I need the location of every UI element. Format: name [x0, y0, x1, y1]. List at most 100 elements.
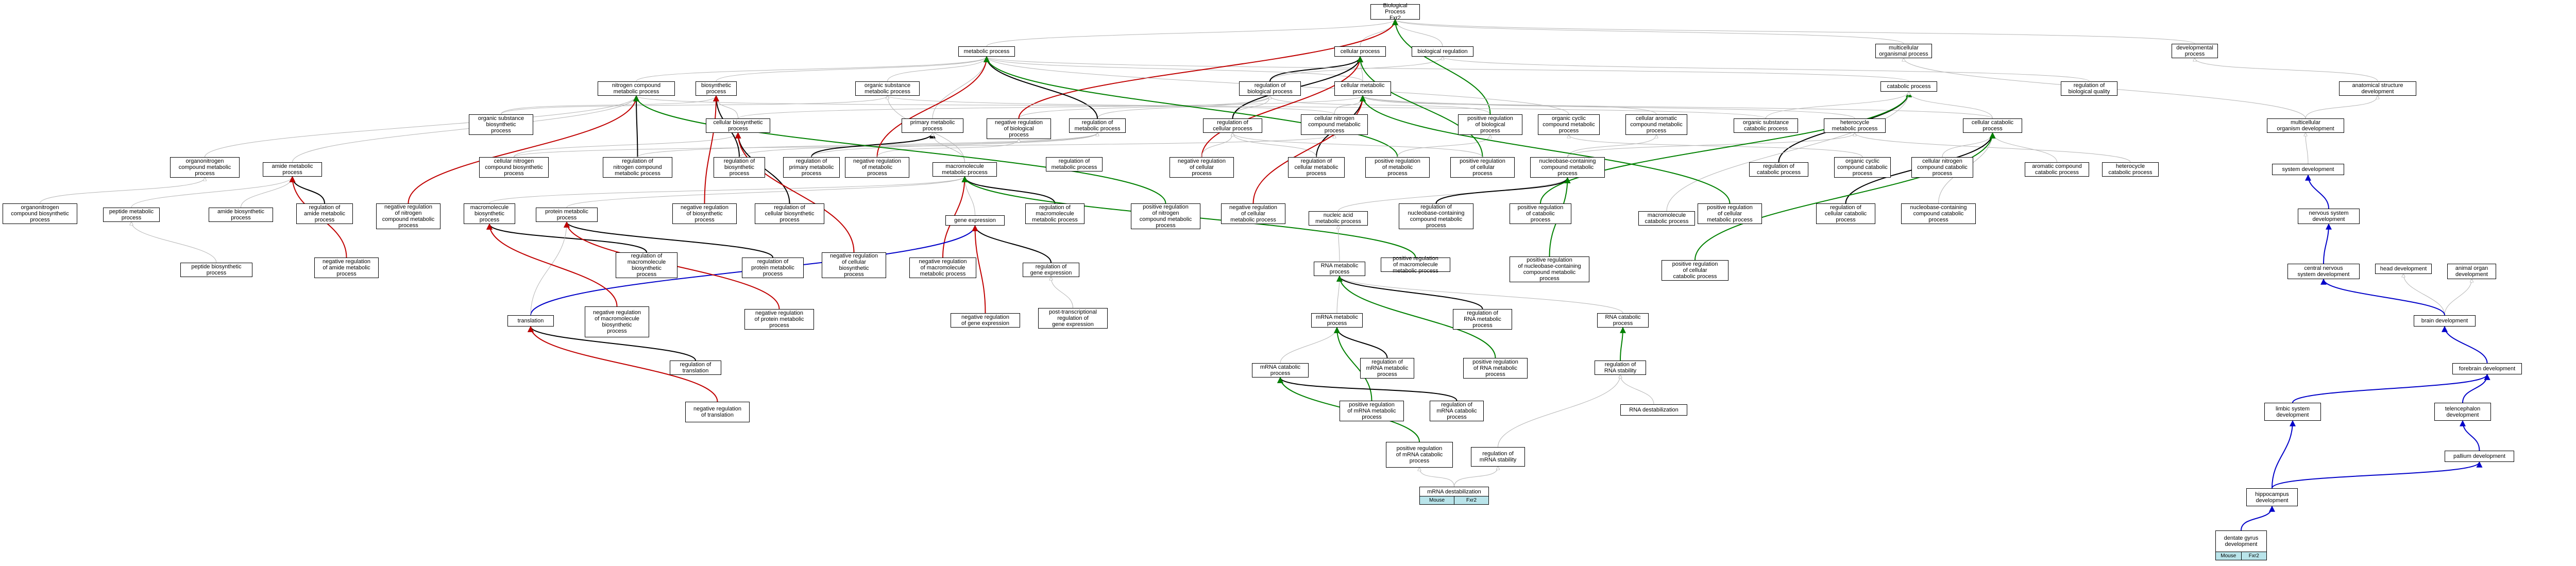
- go-term-heterocycle-metabolic-process[interactable]: heterocycle metabolic process: [1824, 118, 1886, 133]
- go-term-cellular-biosynthetic-process[interactable]: cellular biosynthetic process: [706, 118, 770, 133]
- go-term-amide-metabolic-process[interactable]: amide metabolic process: [263, 162, 322, 177]
- go-term-brain-development[interactable]: brain development: [2414, 315, 2476, 327]
- go-term-negative-regulation-of-cellular-process[interactable]: negative regulation of cellular process: [1170, 157, 1234, 178]
- go-term-mrna-metabolic-process[interactable]: mRNA metabolic process: [1311, 313, 1363, 328]
- go-term-regulation-of-biosynthetic-process[interactable]: regulation of biosynthetic process: [714, 157, 765, 178]
- go-term-regulation-of-amide-metabolic-process[interactable]: regulation of amide metabolic process: [296, 203, 353, 224]
- go-term-gene-expression[interactable]: gene expression: [945, 215, 1005, 226]
- go-term-pos-reg-nucleobase-containing-compound-metabolic-process[interactable]: positive regulation of nucleobase-contai…: [1510, 256, 1589, 282]
- go-term-pos-reg-mrna-catabolic-process[interactable]: positive regulation of mRNA catabolic pr…: [1386, 442, 1453, 468]
- go-term-central-nervous-system-development[interactable]: central nervous system development: [2287, 264, 2360, 279]
- gene-cell[interactable]: Fxr2: [2241, 552, 2266, 560]
- go-term-regulation-of-cellular-catabolic-process[interactable]: regulation of cellular catabolic process: [1816, 203, 1875, 224]
- go-term-reg-nucleobase-containing-compound-metabolic-process[interactable]: regulation of nucleobase-containing comp…: [1399, 203, 1473, 229]
- go-term-rna-destabilization[interactable]: RNA destabilization: [1620, 404, 1687, 416]
- go-term-regulation-of-biological-process[interactable]: regulation of biological process: [1239, 81, 1301, 96]
- go-term-hippocampus-development[interactable]: hippocampus development: [2246, 488, 2298, 506]
- go-term-regulation-of-cellular-process[interactable]: regulation of cellular process: [1203, 118, 1262, 133]
- go-term-cellular-nitrogen-compound-biosynthetic-process[interactable]: cellular nitrogen compound biosynthetic …: [479, 157, 549, 178]
- go-term-animal-organ-development[interactable]: animal organ development: [2447, 264, 2496, 279]
- go-term-neg-reg-cellular-metabolic-process[interactable]: negative regulation of cellular metaboli…: [1221, 203, 1285, 224]
- go-term-regulation-of-cellular-biosynthetic-process[interactable]: regulation of cellular biosynthetic proc…: [755, 203, 824, 224]
- go-term-regulation-of-gene-expression[interactable]: regulation of gene expression: [1023, 263, 1079, 277]
- go-term-regulation-of-mrna-metabolic-process[interactable]: regulation of mRNA metabolic process: [1360, 358, 1414, 379]
- go-term-limbic-system-development[interactable]: limbic system development: [2264, 403, 2321, 421]
- go-term-organic-substance-biosynthetic-process[interactable]: organic substance biosynthetic process: [469, 114, 533, 135]
- go-term-pallium-development[interactable]: pallium development: [2445, 451, 2514, 462]
- go-term-pos-reg-biological-process[interactable]: positive regulation of biological proces…: [1458, 114, 1522, 135]
- go-term-aromatic-compound-catabolic-process[interactable]: aromatic compound catabolic process: [2025, 162, 2089, 177]
- go-term-nucleic-acid-metabolic-process[interactable]: nucleic acid metabolic process: [1309, 211, 1368, 226]
- go-term-nucleobase-containing-compound-metabolic-process[interactable]: nucleobase-containing compound metabolic…: [1530, 157, 1605, 178]
- go-term-organonitrogen-compound-metabolic-process[interactable]: organonitrogen compound metabolic proces…: [170, 157, 240, 178]
- go-term-neg-reg-macromolecule-metabolic-process[interactable]: negative regulation of macromolecule met…: [909, 258, 976, 278]
- go-term-regulation-of-biological-quality[interactable]: regulation of biological quality: [2061, 81, 2117, 96]
- go-term-rna-metabolic-process[interactable]: RNA metabolic process: [1314, 262, 1365, 276]
- go-term-organic-cyclic-compound-catabolic-process[interactable]: organic cyclic compound catabolic proces…: [1834, 157, 1891, 178]
- go-term-regulation-of-metabolic-process[interactable]: regulation of metabolic process: [1069, 118, 1126, 133]
- go-term-positive-regulation-of-cellular-catabolic-process[interactable]: positive regulation of cellular cataboli…: [1662, 260, 1728, 281]
- go-term-forebrain-development[interactable]: forebrain development: [2452, 363, 2522, 374]
- go-term-regulation-of-catabolic-process[interactable]: regulation of catabolic process: [1749, 162, 1808, 177]
- go-term-cellular-catabolic-process[interactable]: cellular catabolic process: [1963, 118, 2022, 133]
- go-term-multicellular-organismal-process[interactable]: multicellular organismal process: [1875, 44, 1932, 58]
- go-term-nucleobase-containing-compound-catabolic-process[interactable]: nucleobase-containing compound catabolic…: [1901, 203, 1976, 224]
- go-term-pos-reg-nitrogen-compound-metabolic-process[interactable]: positive regulation of nitrogen compound…: [1131, 203, 1200, 229]
- species-cell[interactable]: Mouse: [2216, 552, 2241, 560]
- go-term-positive-regulation-of-cellular-process[interactable]: positive regulation of cellular process: [1450, 157, 1515, 178]
- go-term-rna-catabolic-process[interactable]: RNA catabolic process: [1597, 313, 1649, 328]
- go-term-cellular-aromatic-compound-metabolic-process[interactable]: cellular aromatic compound metabolic pro…: [1625, 114, 1687, 135]
- go-term-regulation-of-nitrogen-compound-metabolic-process[interactable]: regulation of nitrogen compound metaboli…: [603, 157, 672, 178]
- go-term-negative-regulation-of-gene-expression[interactable]: negative regulation of gene expression: [951, 313, 1020, 328]
- go-term-catabolic-process[interactable]: catabolic process: [1880, 81, 1937, 92]
- go-term-regulation-of-cellular-metabolic-process[interactable]: regulation of cellular metabolic process: [1288, 157, 1345, 178]
- go-term-primary-metabolic-process[interactable]: primary metabolic process: [902, 118, 963, 133]
- go-term-regulation-of-rna-metabolic-process[interactable]: regulation of RNA metabolic process: [1453, 309, 1512, 330]
- go-term-neg-reg-biosynthetic-process[interactable]: negative regulation of biosynthetic proc…: [672, 203, 737, 224]
- go-term-pos-reg-mrna-metabolic-process[interactable]: positive regulation of mRNA metabolic pr…: [1340, 401, 1404, 421]
- species-cell[interactable]: Mouse: [1420, 496, 1454, 504]
- go-term-peptide-biosynthetic-process[interactable]: peptide biosynthetic process: [180, 263, 252, 277]
- go-term-protein-metabolic-process[interactable]: protein metabolic process: [536, 208, 598, 222]
- go-term-cellular-nitrogen-compound-metabolic-process[interactable]: cellular nitrogen compound metabolic pro…: [1301, 114, 1368, 135]
- go-term-translation[interactable]: translation: [507, 315, 554, 327]
- go-term-cellular-nitrogen-compound-catabolic-process[interactable]: cellular nitrogen compound catabolic pro…: [1911, 157, 1973, 178]
- go-term-positive-regulation-of-metabolic-process[interactable]: positive regulation of metabolic process: [1365, 157, 1430, 178]
- go-term-macromolecule-metabolic-process[interactable]: macromolecule metabolic process: [933, 162, 997, 177]
- go-term-organonitrogen-compound-biosynthetic-process[interactable]: organonitrogen compound biosynthetic pro…: [3, 203, 77, 224]
- go-term-regulation-of-primary-metabolic-process[interactable]: regulation of primary metabolic process: [783, 157, 840, 178]
- go-term-mrna-catabolic-process[interactable]: mRNA catabolic process: [1252, 363, 1309, 378]
- go-term-negative-regulation-of-metabolic-process[interactable]: negative regulation of metabolic process: [845, 157, 909, 178]
- go-term-organic-cyclic-compound-metabolic-process[interactable]: organic cyclic compound metabolic proces…: [1538, 114, 1600, 135]
- go-term-regulation-of-mrna-catabolic-process[interactable]: regulation of mRNA catabolic process: [1430, 401, 1484, 421]
- go-term-regulation-of-metabolic-process-2[interactable]: regulation of metabolic process: [1046, 157, 1103, 171]
- go-term-negative-regulation-of-translation[interactable]: negative regulation of translation: [685, 402, 750, 422]
- gene-cell[interactable]: Fxr2: [1454, 496, 1488, 504]
- go-term-macromolecule-biosynthetic-process[interactable]: macromolecule biosynthetic process: [464, 203, 515, 224]
- go-term-developmental-process[interactable]: developmental process: [2172, 44, 2218, 58]
- go-term-biosynthetic-process[interactable]: biosynthetic process: [696, 81, 737, 96]
- go-term-regulation-of-translation[interactable]: regulation of translation: [670, 361, 721, 375]
- go-term-positive-regulation-of-cellular-metabolic-process[interactable]: positive regulation of cellular metaboli…: [1698, 203, 1762, 224]
- go-term-metabolic-process[interactable]: metabolic process: [958, 46, 1015, 57]
- go-term-regulation-of-macromolecule-metabolic-process[interactable]: regulation of macromolecule metabolic pr…: [1025, 203, 1084, 224]
- go-term-cellular-metabolic-process[interactable]: cellular metabolic process: [1334, 81, 1391, 96]
- go-term-negative-regulation-of-protein-metabolic-process[interactable]: negative regulation of protein metabolic…: [744, 309, 814, 330]
- go-term-anatomical-structure-development[interactable]: anatomical structure development: [2339, 81, 2416, 96]
- go-term-telencephalon-development[interactable]: telencephalon development: [2434, 403, 2491, 421]
- go-term-post-transcriptional-regulation-of-gene-expression[interactable]: post-transcriptional regulation of gene …: [1038, 308, 1108, 329]
- go-term-negative-regulation-of-cellular-biosynthetic-process[interactable]: negative regulation of cellular biosynth…: [822, 252, 886, 278]
- go-term-peptide-metabolic-process[interactable]: peptide metabolic process: [103, 208, 160, 222]
- go-term-pos-reg-macromolecule-metabolic-process[interactable]: positive regulation of macromolecule met…: [1381, 255, 1450, 274]
- go-term-regulation-of-rna-stability[interactable]: regulation of RNA stability: [1595, 361, 1646, 375]
- go-term-neg-reg-nitrogen-compound-metabolic-process[interactable]: negative regulation of nitrogen compound…: [376, 203, 440, 229]
- go-term-amide-biosynthetic-process[interactable]: amide biosynthetic process: [209, 208, 273, 222]
- go-term-regulation-of-macromolecule-biosynthetic-process[interactable]: regulation of macromolecule biosynthetic…: [616, 252, 677, 278]
- go-term-macromolecule-catabolic-process[interactable]: macromolecule catabolic process: [1638, 211, 1695, 226]
- go-term-regulation-of-mrna-stability[interactable]: regulation of mRNA stability: [1471, 447, 1525, 467]
- go-term-positive-regulation-of-rna-metabolic-process[interactable]: positive regulation of RNA metabolic pro…: [1463, 358, 1528, 379]
- go-term-organic-substance-catabolic-process[interactable]: organic substance catabolic process: [1734, 118, 1798, 133]
- go-term-multicellular-organism-development[interactable]: multicellular organism development: [2267, 118, 2344, 133]
